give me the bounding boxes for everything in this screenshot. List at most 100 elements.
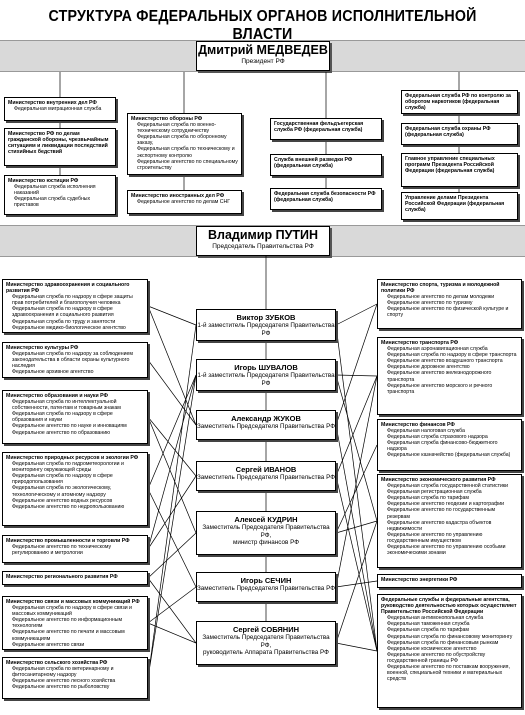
connector-line-22 [147,374,197,550]
deputy-position: 1-й заместитель Председателя Правительст… [197,322,335,337]
org-head: Министерство связи и массовых коммуникац… [6,599,140,605]
connector-line-29 [147,488,197,588]
premier-card: Владимир ПУТИН Председатель Правительств… [196,226,330,256]
connector-line-32 [147,374,197,679]
org-sub-item: Федеральная служба по интеллектуальной с… [12,399,121,412]
org-head: Министерство обороны РФ [131,116,203,122]
connector-line-33 [147,416,197,534]
right-ministry-3: Министерство экономического развития РФ Ф… [377,474,522,568]
deputy-name: Виктор ЗУБКОВ [236,313,296,322]
connector-line-28 [147,586,197,624]
org-sub-item: Федеральная служба по техническому и экс… [137,146,235,159]
right-ministry-4: Министерство энергетики РФ [377,574,522,588]
org-sub-item: Федеральное агентство по поставкам воору… [387,664,510,683]
right-ministry-0: Министерство спорта, туризма и молодежно… [377,279,522,329]
deputy-name: Сергей СОБЯНИН [232,625,300,634]
connector-line-38 [335,475,378,652]
connector-line-41 [335,580,378,588]
deputy-name: Сергей ИВАНОВ [235,465,297,474]
connector-line-42 [335,375,378,588]
president-box-5: Государственная фельдъегерская служба РФ… [270,118,382,140]
org-sub-item: Федеральная служба по гидрометеорологии … [12,461,124,474]
org-sub-item: Федеральное агентство морского и речного… [387,382,493,395]
deputy-position: Заместитель Председателя Правительства Р… [197,585,335,592]
premier-position: Председатель Правительства РФ [212,243,314,250]
org-sub-item: Федеральная миграционная служба [14,106,102,113]
org-sub-item: Федеральная аэронавигационная служба [387,346,488,353]
org-sub-item: Федеральное агентство воздушного транспо… [387,358,503,365]
deputy-name: Александр ЖУКОВ [231,414,301,423]
org-sub-item: Федеральное агентство по печати и массов… [12,629,125,642]
org-head: Министерство иностранных дел РФ [131,193,225,199]
org-sub-item: Федеральная служба по надзору в сфере зд… [12,306,114,319]
left-ministry-6: Министерство связи и массовых коммуникац… [2,596,148,650]
left-ministry-3: Министерство природных ресурсов и эколог… [2,452,148,526]
president-box-11: Управление делами Президента Российской … [401,192,518,220]
right-ministry-5: Федеральные службы и федеральные агентст… [377,594,522,708]
org-head: Министерство здравоохранения и социально… [6,282,130,295]
president-position: Президент РФ [241,58,285,65]
org-head: Министерство образования и науки РФ [6,393,108,399]
org-head: Главное управление специальных программ … [405,156,495,175]
org-head: Служба внешней разведки РФ (федеральная … [274,157,353,170]
connector-line-36 [335,374,378,522]
org-head: Государственная фельдъегерская служба РФ… [274,121,364,134]
org-sub-item: Федеральная служба по тарифам [387,495,469,502]
org-sub-item: Федеральная служба по экологическому, те… [12,485,112,498]
org-sub-item: Федеральная таможенная служба [387,621,470,628]
president-box-7: Федеральная служба безопасности РФ (феде… [270,188,382,210]
deputy-position: Заместитель Председателя Правительства Р… [202,634,330,649]
org-sub-item: Федеральное агентство по физической куль… [387,306,509,319]
org-sub-item: Федеральное агентство по делам молодежи [387,294,495,301]
org-sub-item: Федеральная служба по финансовому монито… [387,633,513,640]
org-head: Министерство экономического развития РФ [381,477,496,483]
connector-line-25 [147,416,197,477]
org-head: Федеральные службы и федеральные агентст… [381,597,517,616]
org-sub-item: Федеральная служба по надзору в сфере св… [12,605,132,618]
org-sub-item: Федеральное агентство по информационным … [12,617,123,630]
deputy-position: Заместитель Председателя Правительства Р… [197,423,335,430]
org-sub-item: Федеральное агентство по науке и инновац… [12,423,127,430]
org-sub-item: Федеральное агентство кадастра объектов … [387,519,492,532]
org-head: Министерство энергетики РФ [381,577,458,583]
org-sub-item: Федеральное агентство по образованию [12,429,111,436]
president-card: Дмитрий МЕДВЕДЕВ Президент РФ [196,41,330,71]
org-sub-item: Федеральное агентство по государственным… [387,507,496,520]
deputy-position-2: министр финансов РФ [232,539,299,546]
left-ministry-0: Министерство здравоохранения и социально… [2,279,148,333]
org-head: Управление делами Президента Российской … [405,195,505,214]
org-sub-item: Федеральное агентство по делам СНГ [137,199,231,206]
org-sub-item: Федеральное агентство по туризму [387,300,473,307]
president-box-3: Министерство обороны РФ Федеральная служб… [127,113,242,175]
connector-line-40 [335,520,378,534]
org-sub-item: Федеральная служба по надзору в сфере тр… [387,352,517,359]
org-head: Министерство внутренних дел РФ [8,100,97,106]
org-sub-item: Федеральное агентство по управлению госу… [387,531,483,544]
org-sub-item: Федеральная служба по надзору за соблюде… [12,351,133,370]
connector-line-37 [335,303,378,426]
president-box-8: Федеральная служба РФ по контролю за обо… [401,90,518,114]
connector-line-24 [147,305,197,426]
deputy-name: Алексей КУДРИН [234,515,298,524]
deputy-position: Заместитель Председателя Правительства Р… [202,524,330,539]
org-sub-item: Федеральная служба по надзору в сфере за… [12,294,133,307]
page-title: СТРУКТУРА ФЕДЕРАЛЬНЫХ ОРГАНОВ ИСПОЛНИТЕЛ… [48,8,477,43]
org-sub-item: Федеральная служба по надзору в сфере об… [12,411,113,424]
org-head: Министерство спорта, туризма и молодежно… [381,282,500,295]
org-sub-item: Федеральная служба по оборонному заказу, [137,134,227,147]
org-sub-item: Федеральное агентство связи [12,641,85,648]
org-sub-item: Федеральное агентство геодезии и картогр… [387,501,505,508]
org-sub-item: Федеральное медико-биологическое агентст… [12,324,126,331]
connector-line-34 [335,303,378,326]
org-head: Министерство культуры РФ [6,345,79,351]
org-sub-item: Федеральное агентство водных ресурсов [12,497,113,504]
deputy-position: Заместитель Председателя Правительства Р… [197,474,335,481]
